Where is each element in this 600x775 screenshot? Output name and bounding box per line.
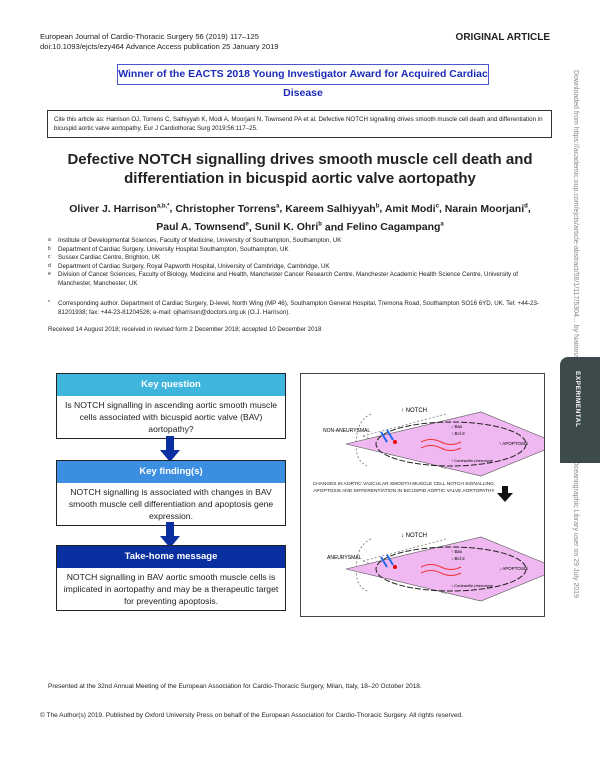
affiliation-text: Sussex Cardiac Centre, Brighton, UK <box>58 254 161 261</box>
affiliation-item: e Division of Cancer Sciences, Faculty of… <box>48 271 553 288</box>
key-question-box: Key question Is NOTCH signalling in asce… <box>56 373 286 439</box>
journal-info: European Journal of Cardio-Thoracic Surg… <box>40 32 279 52</box>
affiliation-text: Department of Cardiac Surgery, Royal Pap… <box>58 262 330 270</box>
author-name: Paul A. Townsend <box>156 221 246 233</box>
affiliation-key: c <box>48 254 51 260</box>
key-question-body: Is NOTCH signalling in ascending aortic … <box>64 400 278 434</box>
bcl2-label: ↑ Bcl-2 <box>451 431 465 436</box>
author-list: Oliver J. Harrisona,b,*, Christopher Tor… <box>69 202 531 234</box>
author-affiliation-marker: e <box>245 221 249 228</box>
apoptosis-label: ↓ APOPTOSIS <box>499 566 528 571</box>
author-affiliation-marker: a,b,* <box>156 203 170 209</box>
down-arrow-icon <box>160 436 180 462</box>
author-name: Christopher Torrens <box>175 202 277 215</box>
award-banner: Winner of the EACTS 2018 Young Investiga… <box>117 64 489 99</box>
author: Kareem Salhiyyahb <box>285 203 379 215</box>
aneurysmal-label: ANEURYSMAL <box>327 555 362 561</box>
author: Christopher Torrensa <box>175 203 279 215</box>
author-affiliation-marker: d <box>524 203 528 209</box>
copyright: © The Author(s) 2019. Published by Oxfor… <box>40 712 463 719</box>
author: Felino Cagampanga <box>346 221 443 233</box>
author: Paul A. Townsende <box>156 221 249 233</box>
download-text: Downloaded from https://academic.oup.com… <box>572 70 579 598</box>
cite-box: Cite this article as: Harrison OJ, Torre… <box>47 110 552 138</box>
corresponding-author: * Corresponding author. Department of Ca… <box>48 300 553 317</box>
nucleus-icon <box>420 439 462 451</box>
notch-down-label: ↓ NOTCH <box>401 533 427 539</box>
bax-label: ↑ Bax <box>451 549 463 554</box>
author-affiliation-marker: a <box>276 203 280 209</box>
article-title: Defective NOTCH signalling drives smooth… <box>67 151 533 187</box>
aorta-sketch <box>355 413 372 467</box>
author: Amit Modic <box>385 203 439 215</box>
article-type: ORIGINAL ARTICLE <box>455 32 550 43</box>
graphical-abstract: NON-ANEURYSMAL ↑ NOTCH ↓ Bax ↑ Bcl-2 ↑ A… <box>300 373 545 617</box>
received-dates: Received 14 August 2018; received in rev… <box>48 326 322 333</box>
take-home-box: Take-home message NOTCH signalling in BA… <box>56 545 286 611</box>
affiliation-key: a <box>48 237 51 243</box>
non-aneurysmal-label: NON-ANEURYSMAL <box>323 428 370 434</box>
big-down-arrow-icon <box>497 486 513 502</box>
doi-line: doi:10.1093/ejcts/ezy464 Advance Access … <box>40 42 279 51</box>
key-findings-box: Key finding(s) NOTCH signalling is assoc… <box>56 460 286 526</box>
author-affiliation-marker: c <box>435 203 439 209</box>
corresponding-text: Corresponding author. Department of Card… <box>58 300 539 316</box>
nucleus-icon <box>420 564 462 576</box>
affiliation-key: e <box>48 271 51 277</box>
author-affiliation-marker: a <box>440 221 444 228</box>
affiliation-text: Institute of Developmental Sciences, Fac… <box>58 237 342 244</box>
author: Narain Moorjanid <box>445 203 528 215</box>
author-affiliation-marker: b <box>375 203 380 209</box>
author-name: Narain Moorjani <box>444 202 525 215</box>
section-tab: EXPERIMENTAL <box>560 357 600 463</box>
bottom-panel: ANEURYSMAL ↓ NOTCH ↑ Bax ↓ Bcl-2 ↓ APOPT… <box>327 533 544 602</box>
bax-label: ↓ Bax <box>451 424 463 429</box>
author: Sunil K. Ohrib <box>255 221 322 233</box>
author-name: Sunil K. Ohri <box>254 221 319 233</box>
take-home-body: NOTCH signalling in BAV aortic smooth mu… <box>63 572 279 606</box>
figure-middle-caption: CHANGES IN AORTIC VASCULAR SMOOTH MUSCLE… <box>312 482 496 494</box>
affiliation-text: Division of Cancer Sciences, Faculty of … <box>58 271 519 287</box>
author-name: Felino Cagampang <box>346 221 441 233</box>
notch-up-label: ↑ NOTCH <box>401 408 427 414</box>
phenotype-label: ↑ Contractile phenotype <box>451 458 494 463</box>
phenotype-label: ↓ Contractile phenotype <box>451 583 494 588</box>
section-tab-label: EXPERIMENTAL <box>574 371 581 428</box>
top-panel: NON-ANEURYSMAL ↑ NOTCH ↓ Bax ↑ Bcl-2 ↑ A… <box>323 408 544 477</box>
key-findings-heading: Key finding(s) <box>57 461 285 483</box>
key-question-heading: Key question <box>57 374 285 396</box>
down-arrow-icon <box>160 522 180 548</box>
journal-citation: European Journal of Cardio-Thoracic Surg… <box>40 32 259 41</box>
author-name: Oliver J. Harrison <box>69 202 157 215</box>
download-notice: Downloaded from https://academic.oup.com… <box>572 70 586 760</box>
cell-outline <box>375 546 527 592</box>
take-home-heading: Take-home message <box>57 546 285 568</box>
key-findings-body: NOTCH signalling is associated with chan… <box>68 487 274 521</box>
cell-outline <box>375 421 527 467</box>
affiliation-item: a Institute of Developmental Sciences, Fa… <box>48 237 553 246</box>
apoptosis-label: ↑ APOPTOSIS <box>499 441 528 446</box>
author-name: Amit Modi <box>384 202 436 215</box>
author: Oliver J. Harrisona,b,* <box>69 203 169 215</box>
affiliations: a Institute of Developmental Sciences, Fa… <box>48 237 553 288</box>
author-name: Kareem Salhiyyah <box>285 202 376 215</box>
author-affiliation-marker: b <box>318 221 322 228</box>
affiliation-key: d <box>48 262 51 269</box>
affiliation-text: Department of Cardiac Surgery, Universit… <box>58 245 289 253</box>
corresponding-marker: * <box>48 300 50 306</box>
presented-note: Presented at the 32nd Annual Meeting of … <box>48 683 422 690</box>
aorta-sketch <box>355 538 372 592</box>
affiliation-item: d Department of Cardiac Surgery, Royal Pa… <box>48 263 553 272</box>
bcl2-label: ↓ Bcl-2 <box>451 556 465 561</box>
affiliation-item: b Department of Cardiac Surgery, Universi… <box>48 246 553 255</box>
affiliation-key: b <box>48 245 51 252</box>
affiliation-item: c Sussex Cardiac Centre, Brighton, UK <box>48 254 553 263</box>
